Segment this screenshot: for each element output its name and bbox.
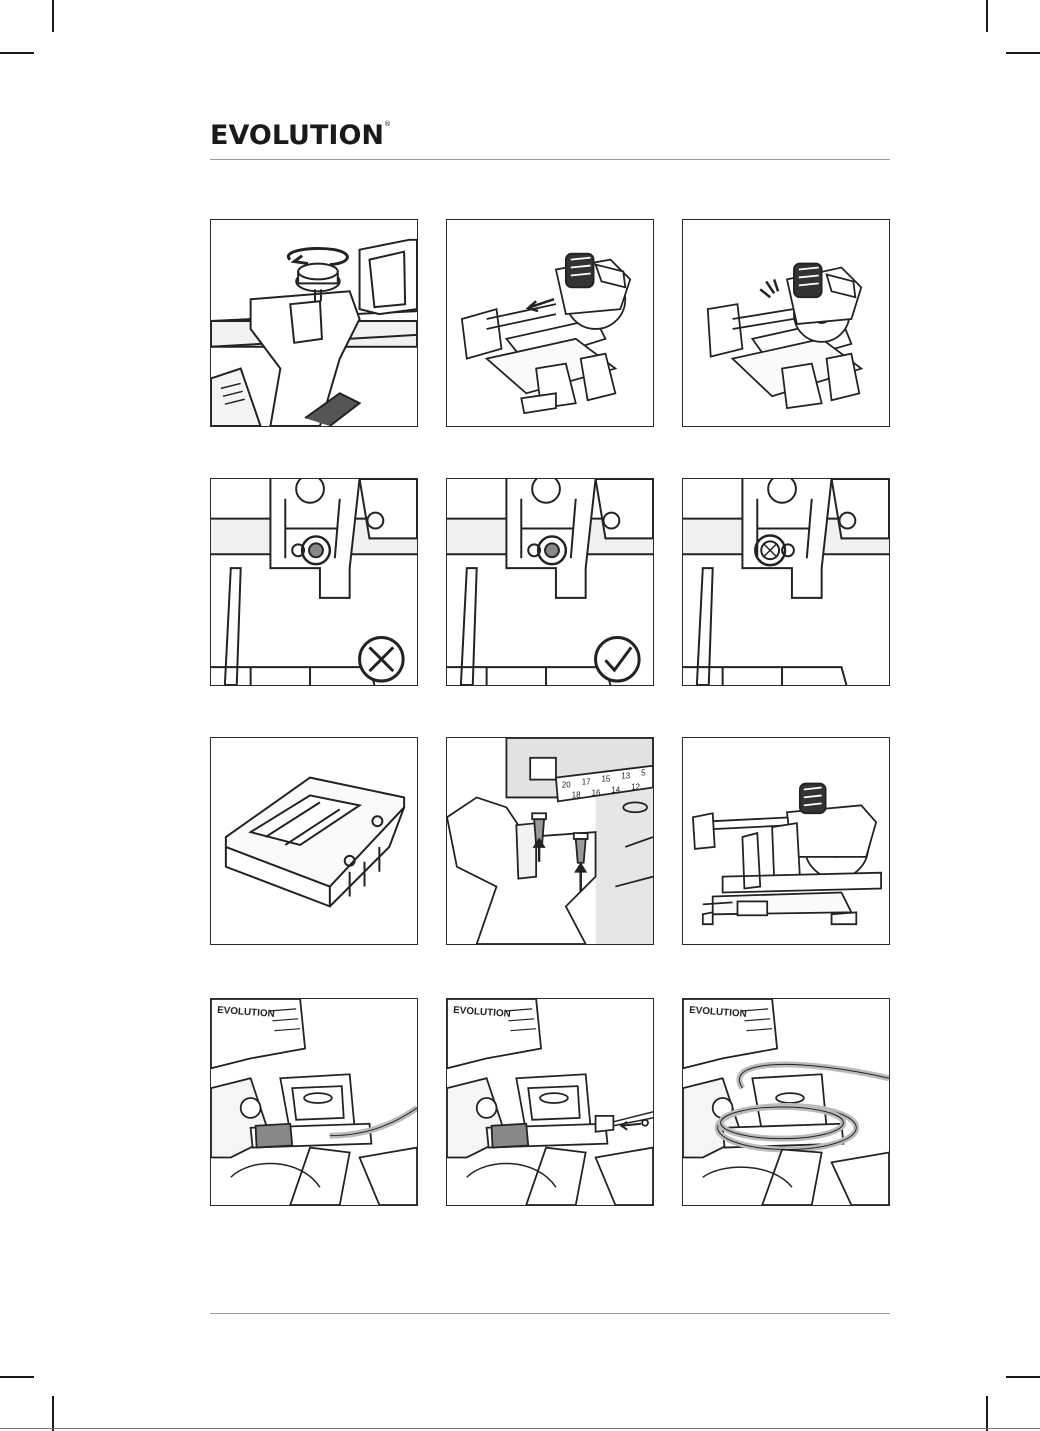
ruler-label: 16 (592, 788, 601, 797)
ruler-label: 15 (602, 775, 611, 784)
crop-mark (1006, 52, 1040, 54)
crop-mark (986, 1396, 988, 1431)
ruler-label: 18 (572, 790, 581, 799)
figure-panel-6 (682, 478, 890, 686)
figure-panel-9 (682, 737, 890, 945)
footer-rule (210, 1313, 890, 1314)
crop-mark (52, 1396, 54, 1431)
figure-panel-7 (210, 737, 418, 945)
brand-name: EVOLUTION (210, 120, 384, 151)
figure-panel-11: EVOLUTION (446, 998, 654, 1206)
figure-panel-8: 18 16 14 12 20 17 15 13 5 (446, 737, 654, 945)
ruler-label: 17 (582, 778, 591, 787)
bottom-edge-line (0, 1428, 1040, 1429)
figure-panel-5 (446, 478, 654, 686)
assembled-saw-illustration-icon (683, 738, 889, 944)
pin-misaligned-illustration-icon (211, 479, 417, 685)
ruler-label: 13 (621, 772, 630, 781)
figure-panel-2 (446, 219, 654, 427)
ruler-label: 20 (562, 781, 571, 790)
figure-panel-1 (210, 219, 418, 427)
ruler-label: 14 (611, 785, 620, 794)
crop-mark (986, 0, 988, 32)
cable-clip-illustration-icon: EVOLUTION (211, 999, 417, 1205)
crop-mark (0, 52, 34, 54)
cable-clip-insert-illustration-icon: EVOLUTION (447, 999, 653, 1205)
header-rule (210, 159, 890, 160)
crop-mark (52, 0, 54, 32)
base-plate-illustration-icon (211, 738, 417, 944)
saw-click-into-place-illustration-icon (683, 220, 889, 426)
saw-insert-rail-illustration-icon (447, 220, 653, 426)
figure-panel-10: EVOLUTION (210, 998, 418, 1206)
knob-rotate-illustration-icon (211, 220, 417, 426)
ruler-label: 5 (641, 769, 646, 778)
crop-mark (0, 1376, 34, 1378)
pin-fixed-illustration-icon (683, 479, 889, 685)
ruler-label: 12 (631, 783, 640, 792)
figure-panel-4 (210, 478, 418, 686)
fence-screws-illustration-icon: 18 16 14 12 20 17 15 13 5 (447, 738, 653, 944)
brand-registered-mark: ® (384, 120, 391, 128)
figure-panel-12: EVOLUTION (682, 998, 890, 1206)
brand-logo: EVOLUTION® (210, 120, 391, 151)
figure-panel-3 (682, 219, 890, 427)
pin-aligned-illustration-icon (447, 479, 653, 685)
cable-wrapped-illustration-icon: EVOLUTION (683, 999, 889, 1205)
crop-mark (1006, 1376, 1040, 1378)
